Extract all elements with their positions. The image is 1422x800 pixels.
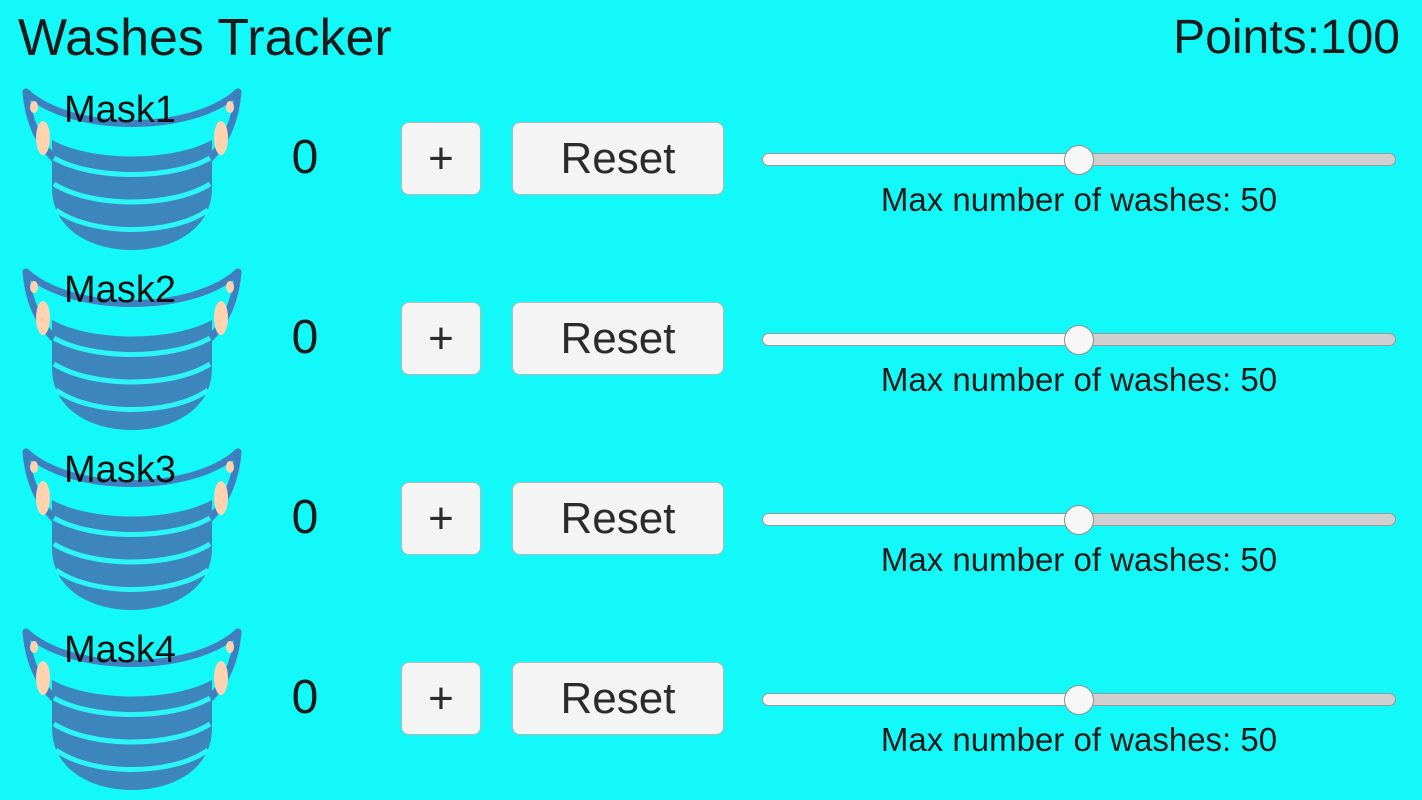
wash-count: 0 <box>291 491 319 544</box>
slider-fill <box>763 694 1079 705</box>
increment-button[interactable]: + <box>401 122 481 195</box>
max-washes-caption: Max number of washes: 50 <box>880 541 1278 578</box>
reset-button[interactable]: Reset <box>512 662 724 735</box>
mask-row: Mask1 0 + Reset Max number of washes: 50 <box>0 78 1422 258</box>
page-title: Washes Tracker <box>18 9 392 67</box>
max-washes-slider[interactable] <box>762 685 1396 715</box>
max-washes-slider[interactable] <box>762 325 1396 355</box>
wash-count: 0 <box>291 311 319 364</box>
face-mask-icon <box>12 440 252 612</box>
slider-fill <box>763 334 1079 345</box>
slider-thumb[interactable] <box>1064 325 1094 355</box>
max-washes-slider[interactable] <box>762 145 1396 175</box>
points-display: Points:100 <box>1173 11 1400 64</box>
mask-row: Mask2 0 + Reset Max number of washes: 50 <box>0 258 1422 438</box>
slider-fill <box>763 154 1079 165</box>
slider-thumb[interactable] <box>1064 145 1094 175</box>
reset-button[interactable]: Reset <box>512 122 724 195</box>
slider-fill <box>763 514 1079 525</box>
mask-row: Mask4 0 + Reset Max number of washes: 50 <box>0 618 1422 798</box>
slider-thumb[interactable] <box>1064 505 1094 535</box>
face-mask-icon <box>12 620 252 792</box>
reset-button[interactable]: Reset <box>512 302 724 375</box>
max-washes-caption: Max number of washes: 50 <box>880 361 1278 398</box>
wash-count: 0 <box>291 131 319 184</box>
increment-button[interactable]: + <box>401 662 481 735</box>
increment-button[interactable]: + <box>401 302 481 375</box>
reset-button[interactable]: Reset <box>512 482 724 555</box>
max-washes-caption: Max number of washes: 50 <box>880 181 1278 218</box>
app-header: Washes Tracker Points:100 <box>0 0 1422 78</box>
max-washes-caption: Max number of washes: 50 <box>880 721 1278 758</box>
wash-count: 0 <box>291 671 319 724</box>
mask-row: Mask3 0 + Reset Max number of washes: 50 <box>0 438 1422 618</box>
face-mask-icon <box>12 80 252 252</box>
slider-thumb[interactable] <box>1064 685 1094 715</box>
face-mask-icon <box>12 260 252 432</box>
increment-button[interactable]: + <box>401 482 481 555</box>
max-washes-slider[interactable] <box>762 505 1396 535</box>
